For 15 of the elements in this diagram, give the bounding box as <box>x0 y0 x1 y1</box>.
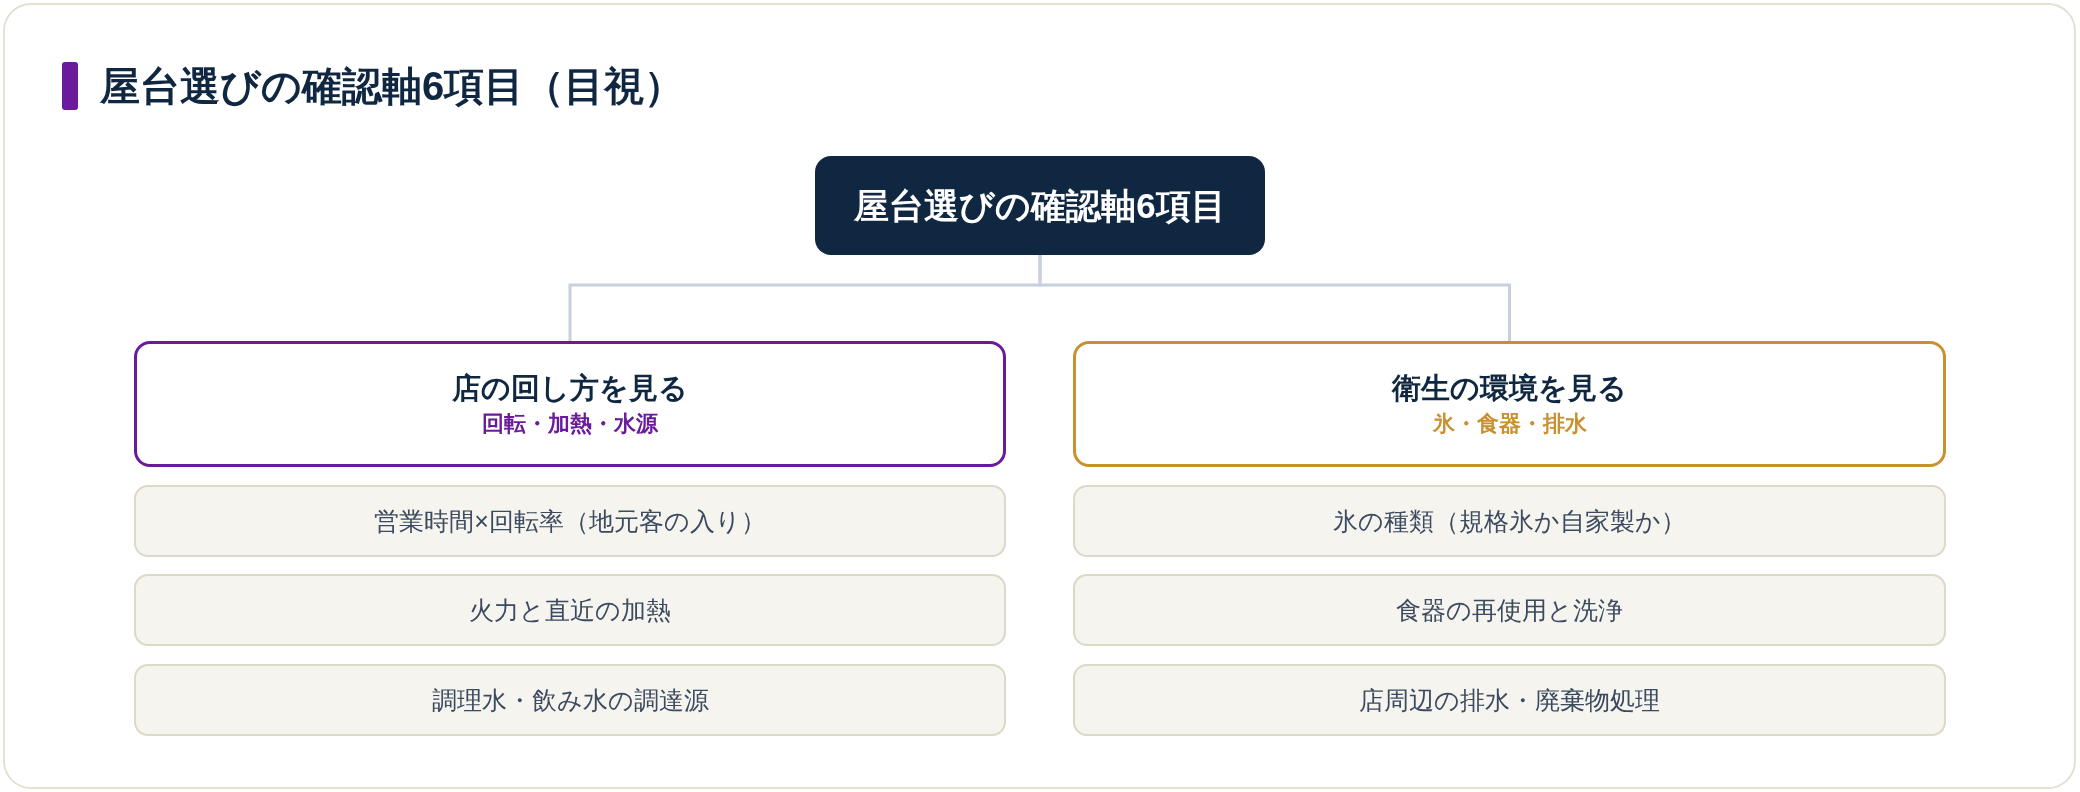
category-subtitle: 回転・加熱・水源 <box>482 410 658 438</box>
category-subtitle: 氷・食器・排水 <box>1432 410 1587 438</box>
connector-line <box>1038 255 1511 341</box>
item-box: 店周辺の排水・廃棄物処理 <box>1073 664 1946 736</box>
root-box: 屋台選びの確認軸6項目 <box>815 156 1265 255</box>
item-box: 営業時間×回転率（地元客の入り） <box>134 485 1006 557</box>
item-box: 火力と直近の加熱 <box>134 574 1006 646</box>
category-title: 衛生の環境を見る <box>1392 371 1627 406</box>
category-box <box>134 341 1006 467</box>
diagram-title: 屋台選びの確認軸6項目（目視） <box>100 63 685 110</box>
category-box <box>1073 341 1946 467</box>
item-box: 食器の再使用と洗浄 <box>1073 574 1946 646</box>
item-box: 氷の種類（規格氷か自家製か） <box>1073 485 1946 557</box>
item-box: 調理水・飲み水の調達源 <box>134 664 1006 736</box>
category-title: 店の回し方を見る <box>452 371 688 406</box>
